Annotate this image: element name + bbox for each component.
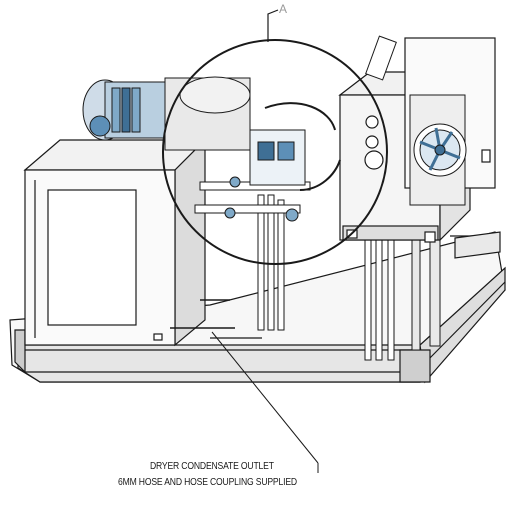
compressor-motor — [82, 76, 251, 151]
dryer-cabinet — [23, 138, 207, 347]
hose-coupling-note: 6MM HOSE AND HOSE COUPLING SUPPLIED — [118, 477, 297, 488]
detail-a-label: A — [279, 2, 288, 16]
condensate-leader-line — [211, 331, 319, 473]
condensate-drain-valves — [194, 35, 397, 222]
condensate-outlet-label: DRYER CONDENSATE OUTLET — [150, 461, 274, 472]
cooling-fan-icon — [409, 94, 467, 206]
detail-a-circle — [162, 9, 388, 265]
